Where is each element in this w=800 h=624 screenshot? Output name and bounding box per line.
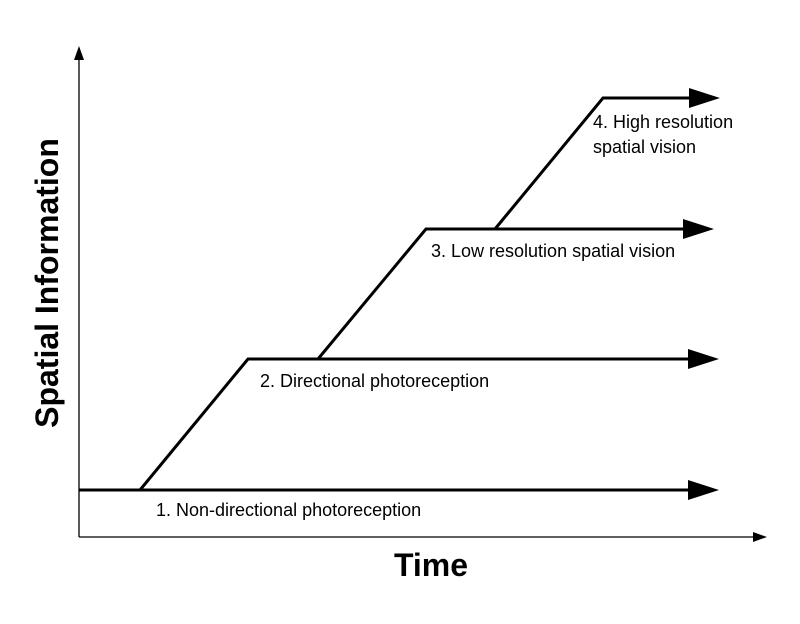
stage-3-label: 3. Low resolution spatial vision — [431, 241, 675, 261]
stage-1-arrowhead — [688, 480, 719, 500]
stage-4-arrowhead — [689, 88, 720, 108]
y-axis-title: Spatial Information — [29, 138, 65, 428]
x-axis-title: Time — [394, 547, 468, 583]
x-axis-arrowhead — [753, 532, 767, 542]
y-axis-arrowhead — [74, 46, 84, 60]
stage-3-arrowhead — [683, 219, 714, 239]
stage-2-label: 2. Directional photoreception — [260, 371, 489, 391]
stage-1-label: 1. Non-directional photoreception — [156, 500, 421, 520]
stage-2-line — [138, 357, 690, 491]
stage-4-line — [493, 96, 690, 230]
stage-arrowheads — [683, 88, 720, 500]
stage-3-line — [316, 227, 686, 360]
stage-2-arrowhead — [688, 349, 719, 369]
axes — [74, 46, 767, 542]
stage-lines — [79, 96, 690, 492]
stage-4-label-line-1: 4. High resolution — [593, 112, 733, 132]
stage-4-label-line-2: spatial vision — [593, 137, 696, 157]
